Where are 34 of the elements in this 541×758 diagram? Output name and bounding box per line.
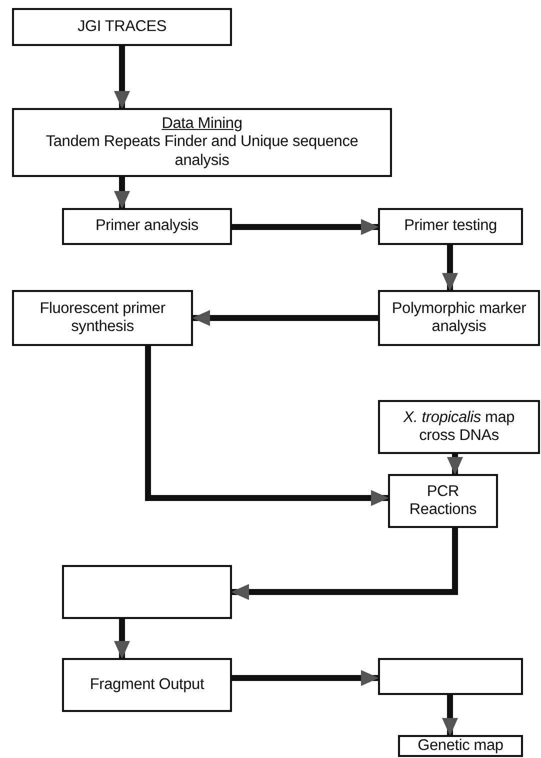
arrow (145, 346, 389, 506)
arrow (192, 310, 378, 326)
process-box (378, 290, 540, 346)
process-box (378, 400, 540, 454)
box-text: Primer testing (404, 217, 497, 236)
empty-box (378, 658, 523, 695)
arrow (232, 670, 379, 686)
box-text: Fragment Output (90, 676, 204, 694)
box-text: Primer analysis (96, 217, 198, 236)
box-text: JGI TRACES (77, 18, 166, 36)
process-box (388, 474, 498, 528)
box-text: X. tropicalis map cross DNAs (402, 408, 516, 446)
empty-box (62, 565, 232, 619)
arrow (447, 454, 463, 475)
process-box (62, 658, 232, 712)
arrow (442, 245, 458, 291)
box-heading: Data Mining (162, 115, 242, 134)
box-text: Polymorphic marker analysis (390, 300, 528, 336)
box-text: Fluorescent primer synthesis (38, 300, 166, 336)
process-box (12, 8, 232, 46)
arrow (114, 177, 130, 209)
process-box (12, 108, 392, 177)
process-box (378, 208, 523, 245)
box-text: Genetic map (418, 736, 504, 756)
arrow (232, 219, 379, 235)
box-text: PCR Reactions (408, 482, 478, 520)
process-box (398, 735, 523, 757)
arrow (114, 619, 130, 659)
arrow (442, 695, 458, 736)
process-box (12, 290, 193, 346)
process-box (62, 208, 232, 245)
arrow (231, 528, 458, 600)
arrow (114, 46, 130, 109)
box-text: Tandem Repeats Finder and Unique sequence analysis (44, 133, 360, 170)
